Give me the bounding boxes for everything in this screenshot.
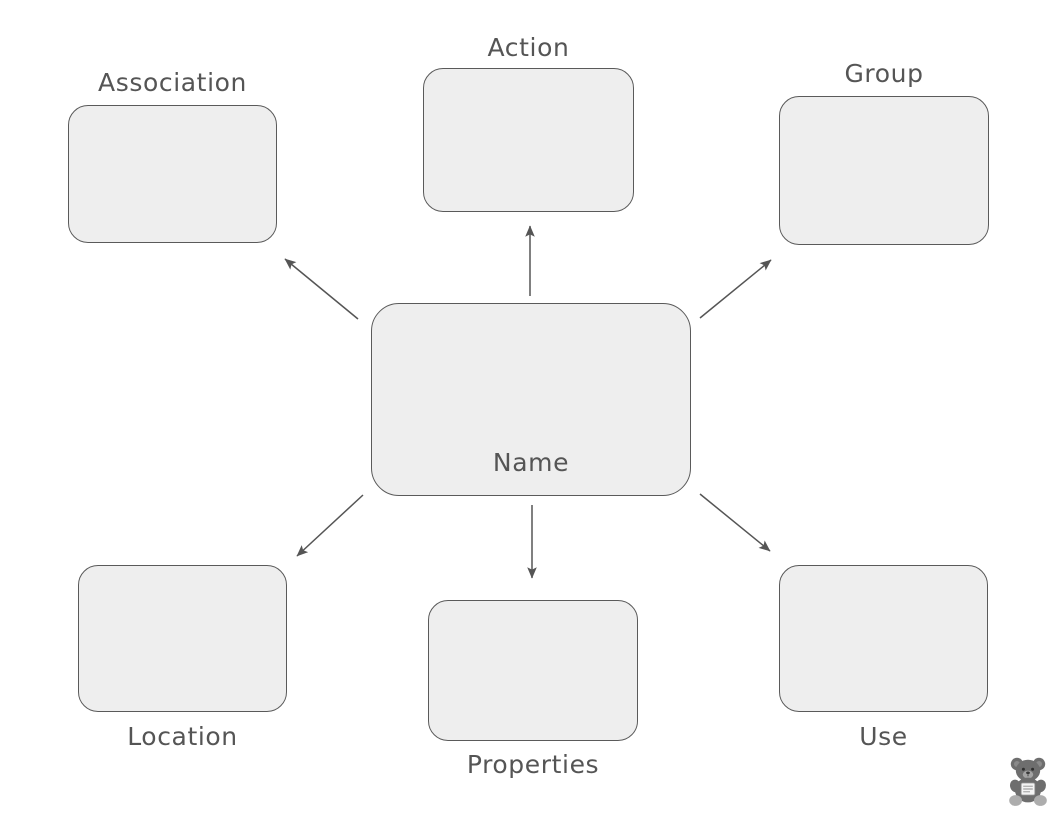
- node-box-use[interactable]: [779, 565, 988, 712]
- node-box-association[interactable]: [68, 105, 277, 243]
- node-label-center-name: Name: [492, 448, 570, 477]
- node-box-action[interactable]: [423, 68, 634, 212]
- node-label-action: Action: [487, 33, 570, 62]
- node-box-group[interactable]: [779, 96, 989, 245]
- node-label-properties: Properties: [466, 750, 600, 779]
- node-label-location: Location: [127, 722, 238, 751]
- node-label-group: Group: [844, 59, 924, 88]
- arrow-center-to-location: [296, 494, 364, 557]
- node-label-use: Use: [859, 722, 908, 751]
- arrow-center-to-use: [699, 493, 771, 552]
- arrow-center-to-group: [699, 259, 772, 319]
- arrow-center-to-association: [284, 258, 359, 320]
- node-box-properties[interactable]: [428, 600, 638, 741]
- node-label-association: Association: [98, 68, 247, 97]
- node-box-center-name[interactable]: Name: [371, 303, 691, 496]
- teddy-bear-icon: [1009, 757, 1047, 806]
- node-box-location[interactable]: [78, 565, 287, 712]
